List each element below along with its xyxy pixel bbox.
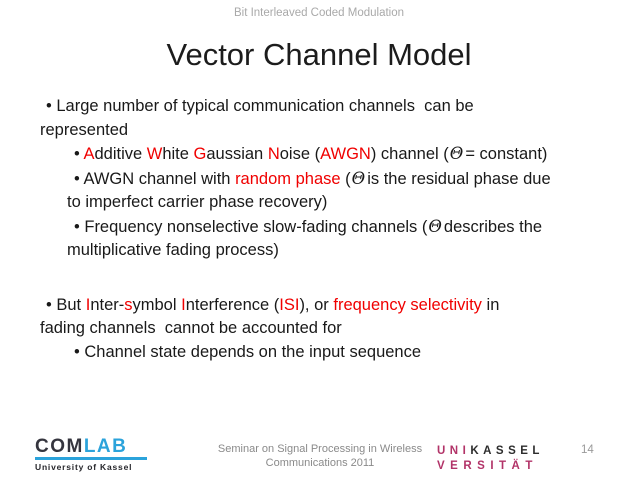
page-title: Vector Channel Model (166, 37, 472, 72)
footer-caption-line1: Seminar on Signal Processing in Wireless (217, 443, 423, 455)
body-line: • But Inter-symbol Interference (ISI), o… (46, 295, 500, 314)
unikassel-kassel-text: KASSEL (470, 445, 544, 457)
comlab-wordmark: COMLAB (35, 437, 149, 456)
comlab-underline (35, 457, 147, 460)
unikassel-logo: UNIKASSEL VERSITÄT (437, 444, 544, 473)
footer-caption-line2: Communications 2011 (265, 457, 375, 469)
comlab-subtitle: University of Kassel (35, 462, 133, 472)
body-line: multiplicative fading process) (67, 241, 279, 259)
paragraph-spacer (0, 263, 638, 294)
comlab-com-text: COM (35, 436, 84, 457)
comlab-lab-text: LAB (83, 436, 128, 457)
body-line: • Channel state depends on the input seq… (74, 342, 422, 361)
body-line: to imperfect carrier phase recovery) (67, 193, 328, 211)
unikassel-line2: VERSITÄT (437, 459, 538, 472)
body-line: • Large number of typical communication … (46, 97, 474, 115)
body-line: • Additive White Gaussian Noise (AWGN) c… (74, 144, 548, 163)
unikassel-line1: UNIKASSEL (437, 444, 544, 459)
slide-header-text: Bit Interleaved Coded Modulation (233, 7, 405, 19)
body-line: fading channels cannot be accounted for (40, 319, 342, 337)
footer-caption: Seminar on Signal Processing in Wireless… (189, 442, 451, 470)
comlab-logo: COMLAB University of Kassel (35, 437, 149, 472)
page-number: 14 (581, 444, 594, 456)
unikassel-uni-text: UNI (437, 445, 471, 457)
slide-body: • Large number of typical communication … (0, 95, 638, 364)
body-line: represented (40, 120, 129, 139)
body-line: • Frequency nonselective slow-fading cha… (74, 216, 543, 236)
